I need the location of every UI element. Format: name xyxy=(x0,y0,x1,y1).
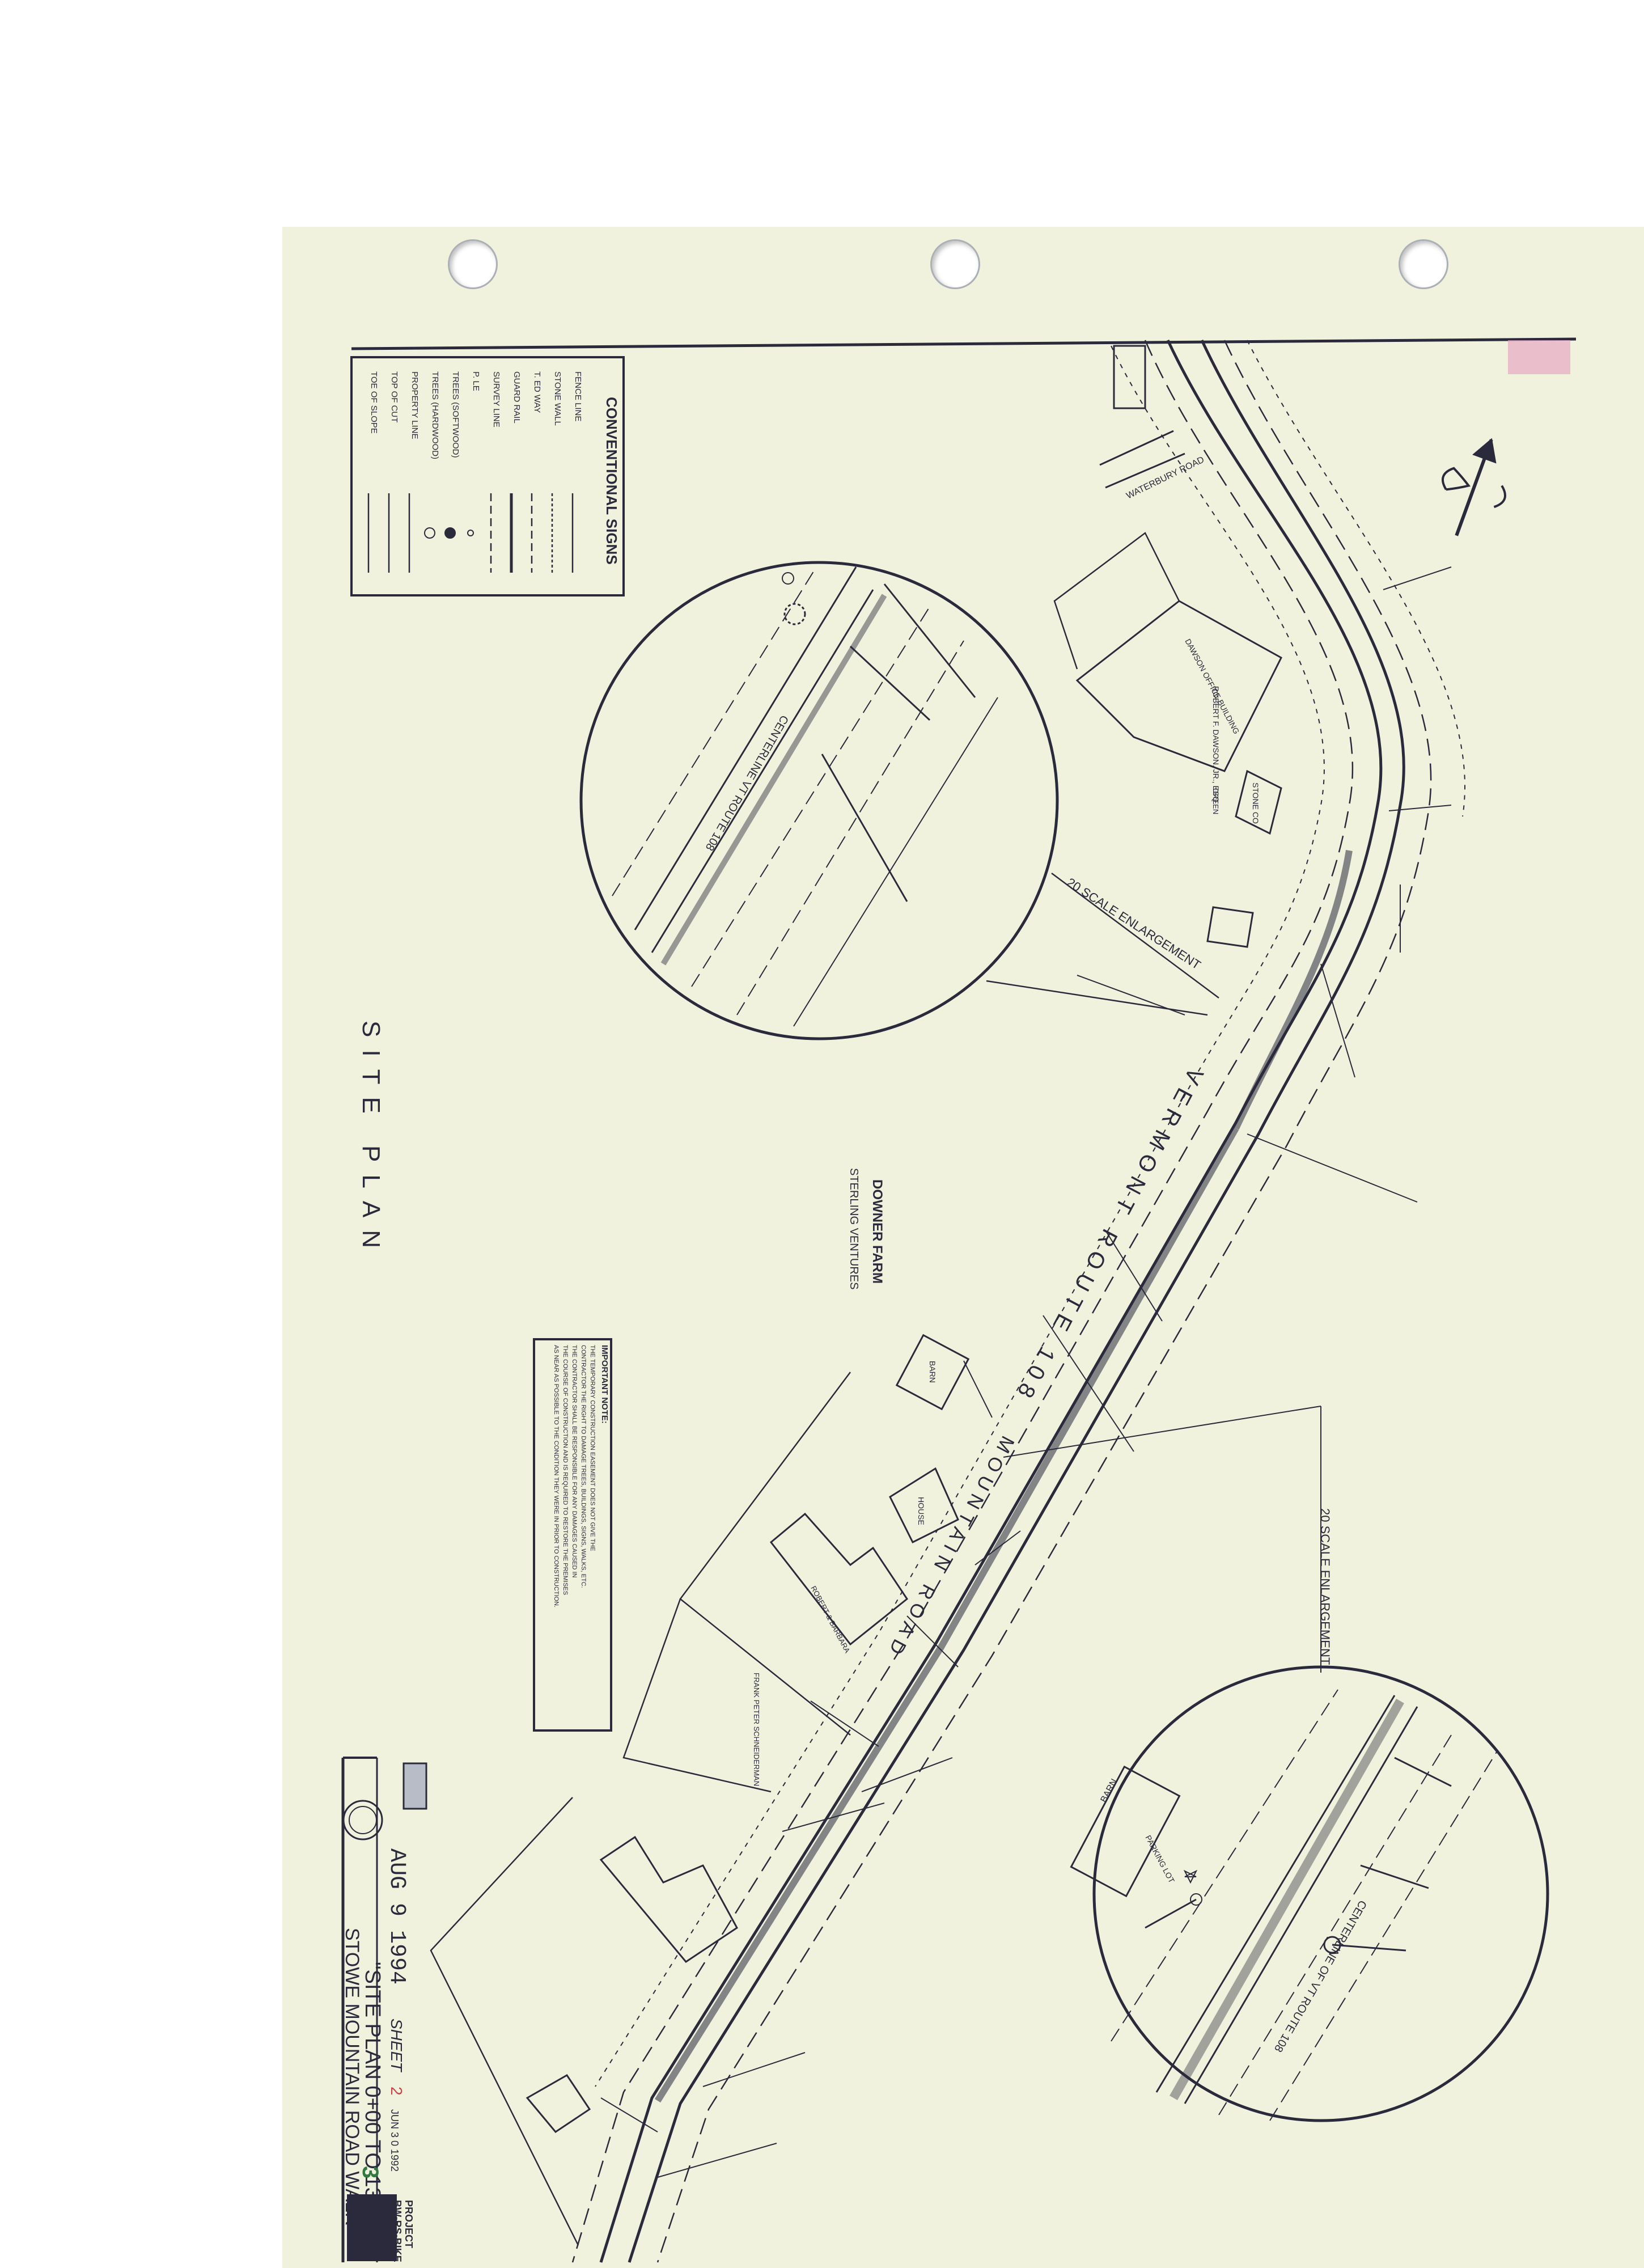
barn-label: BARN xyxy=(928,1361,937,1383)
legend: CONVENTIONAL SIGNS FENCE LINE STONE WALL T… xyxy=(367,371,620,573)
downer-owner-label: STERLING VENTURES xyxy=(848,1168,860,1289)
hatch-legend-swatch xyxy=(402,1762,427,1810)
legend-item-label: TOE OF SLOPE xyxy=(369,371,379,434)
binder-hole-center xyxy=(930,239,980,289)
legend-item-label: FENCE LINE xyxy=(573,371,583,421)
legend-item-label: TREES (HARDWOOD) xyxy=(430,371,440,459)
legend-item-label: TREES (SOFTWOOD) xyxy=(451,371,460,458)
legend-box xyxy=(350,356,625,596)
centerline-label-lower: CENTERLINE OF VT ROUTE 108 xyxy=(1272,1898,1369,2054)
frank-peter-label: FRANK PETER SCHNEIDERMAN xyxy=(752,1673,761,1786)
property-stone-outline xyxy=(1235,769,1282,835)
title-date: AUG 9 1994 xyxy=(384,1848,409,1984)
title-page-number: 3 xyxy=(358,2166,383,2178)
important-note-title: IMPORTANT NOTE: xyxy=(600,1345,609,1424)
enlargement-circle-upper xyxy=(579,561,1059,1040)
important-note-box xyxy=(533,1338,612,1732)
robert-barbara-label: ROBERT & BARBARA xyxy=(809,1584,851,1655)
title-main: "SITE PLAN 0+00 TO 13+00" xyxy=(361,1962,384,2244)
drawing-sheet xyxy=(282,227,1644,2268)
green-label: GREEN xyxy=(1211,788,1220,814)
title-revision-date: JUN 3 0 1992 xyxy=(389,2109,400,2172)
waterbury-road-line xyxy=(1099,430,1174,466)
project-note-box xyxy=(1113,345,1146,409)
legend-title: CONVENTIONAL SIGNS xyxy=(603,397,620,565)
property-dawson-outline xyxy=(1075,600,1282,772)
building-robert-outline xyxy=(769,1512,909,1646)
pink-stamp-mark xyxy=(1508,340,1570,374)
legend-item-label: TOP OF CUT xyxy=(389,371,399,422)
legend-item-label: GUARD RAIL xyxy=(512,371,522,424)
road-alignment xyxy=(571,339,1465,2263)
parking-lot-label: PARKING LOT xyxy=(1143,1834,1176,1885)
house-label: HOUSE xyxy=(917,1497,926,1525)
legend-item-label: PROPERTY LINE xyxy=(410,371,420,439)
enlargement-upper-detail xyxy=(612,566,998,1027)
downer-farm-label: DOWNER FARM xyxy=(870,1179,885,1284)
binder-hole-right xyxy=(1399,239,1448,289)
legend-item-label: SURVEY LINE xyxy=(491,371,501,428)
centerline-label-upper: CENTERLINE VT ROUTE 108 xyxy=(703,713,791,853)
title-project-number: BW-RS-BIKE xyxy=(392,2200,403,2262)
stone-co-label: STONE CO. xyxy=(1251,782,1260,826)
legend-item-label: T. ED WAY xyxy=(532,371,542,413)
title-block: AUG 9 1994 SHEET 2 "SITE PLAN 0+00 TO 13… xyxy=(341,1848,414,2262)
site-plan-label: SITE PLAN xyxy=(357,1021,385,1260)
important-note: IMPORTANT NOTE: THE TEMPORARY CONSTRUCTI… xyxy=(553,1345,609,1607)
building-barn-outline xyxy=(895,1334,970,1411)
title-sheet-number: 2 xyxy=(388,2087,405,2096)
project-block-black xyxy=(347,2194,397,2261)
building-lower-outline xyxy=(599,1835,738,1963)
robert-dawson-label: ROBERT F. DAWSON, JR., ESQ. xyxy=(1211,686,1221,805)
title-project-label: PROJECT xyxy=(403,2200,414,2248)
title-sheet-label: SHEET xyxy=(388,2019,405,2072)
important-note-line-3: THE CONTRACTOR SHALL BE RESPONSIBLE FOR … xyxy=(571,1345,578,1578)
barn-lower-label: BARN xyxy=(1099,1778,1120,1804)
state-seal-icon xyxy=(342,1800,383,1840)
enlargement-label-upper: 20 SCALE ENLARGEMENT xyxy=(1064,875,1203,972)
enlargement-circle-lower xyxy=(1092,1665,1549,2122)
enlargement-upper-leader xyxy=(1051,872,1219,999)
title-subtitle: STOWE MOUNTAIN ROAD WALK xyxy=(341,1928,363,2225)
legend-softwood-icon xyxy=(444,527,456,539)
legend-item-label: STONE WALL xyxy=(553,371,562,426)
north-arrow-icon xyxy=(1441,438,1507,536)
legend-item-label: P. LE xyxy=(471,371,481,391)
building-house-outline xyxy=(889,1467,959,1544)
legend-hardwood-icon xyxy=(424,527,435,539)
important-note-line-5: AS NEAR AS POSSIBLE TO THE CONDITION THE… xyxy=(553,1345,560,1607)
legend-pole-icon xyxy=(467,530,474,536)
enlargement-label-lower: 20 SCALE ENLARGEMENT xyxy=(1318,1508,1332,1665)
enlargement-lower-detail xyxy=(1070,1689,1497,2121)
important-note-line-2: CONTRACTOR THE RIGHT TO DAMAGE TREES, BU… xyxy=(580,1345,587,1588)
top-border-line xyxy=(351,337,1577,350)
important-note-line-4: THE COURSE OF CONSTRUCTION AND IS REQUIR… xyxy=(562,1345,569,1595)
important-note-line-1: THE TEMPORARY CONSTRUCTION EASEMENT DOES… xyxy=(589,1345,596,1551)
binder-hole-left xyxy=(448,239,498,289)
